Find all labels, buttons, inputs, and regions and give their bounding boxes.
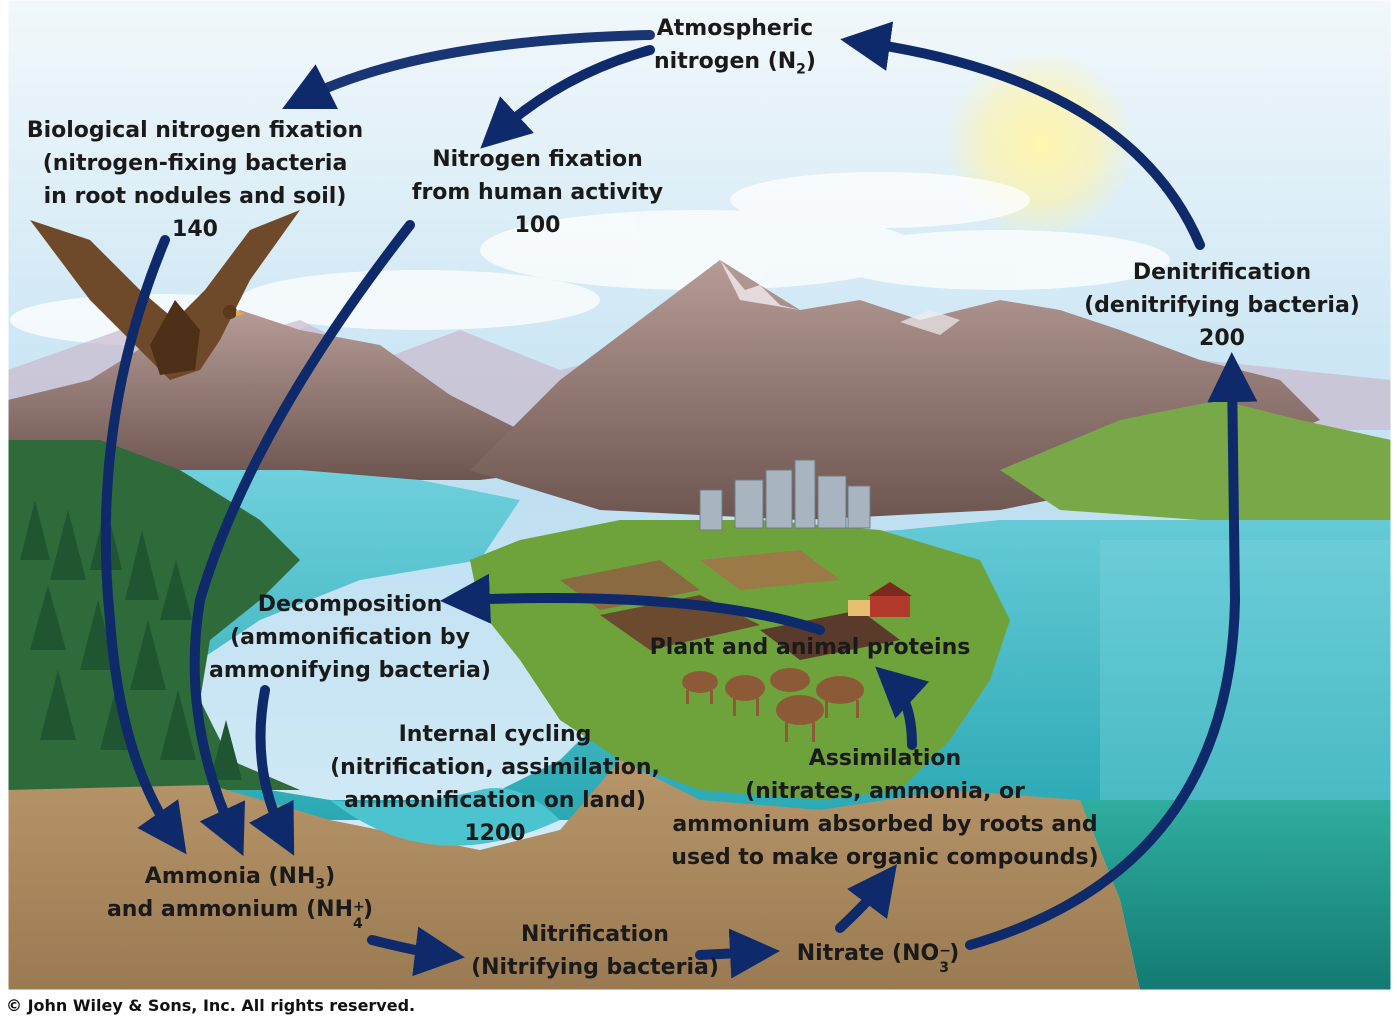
atmospheric-line1: Atmospheric [656,16,814,41]
water-shine [1100,540,1391,820]
arrow-nitrate-to-assimilation [835,864,898,933]
arrow-ammonia-to-nitrification [367,926,465,977]
cows [682,668,864,742]
arrow-nitrate-to-denitrification [965,352,1258,950]
nitrification-line1: Nitrification [521,922,669,947]
snow-cap [720,260,800,310]
biological-value: 140 [172,217,218,242]
arrow-human-to-ammonia [189,220,415,857]
cycle-arrows [100,21,1258,979]
copyright-notice: © John Wiley & Sons, Inc. All rights res… [6,996,416,1015]
assimilation-line2: (nitrates, ammonia, or [745,779,1025,804]
biological-line2: (nitrogen-fixing bacteria [42,151,348,176]
arrow-assimilation-to-proteins [875,666,930,750]
nitrate-line: Nitrate (NO−3) [796,941,960,976]
internal-line1: Internal cycling [398,722,592,747]
assimilation-label: Assimilation (nitrates, ammonia, or ammo… [640,742,1130,874]
decomposition-line3: ammonifying bacteria) [209,658,491,683]
internal-cycling-label: Internal cycling (nitrification, assimil… [300,718,690,850]
denitrification-line1: Denitrification [1132,260,1312,285]
internal-value: 1200 [464,821,526,846]
denitrification-line2: (denitrifying bacteria) [1084,293,1360,318]
ammonia-line2: and ammonium (NH+4) [106,897,374,932]
internal-line2: (nitrification, assimilation, [330,755,660,780]
nitrate-text: Nitrate (NO [796,941,940,966]
internal-line3: ammonification on land) [344,788,646,813]
human-line2: from human activity [411,180,664,205]
human-line1: Nitrogen fixation [432,147,643,172]
arrow-proteins-to-decomposition [440,573,825,635]
arrow-biological-to-ammonia [100,235,187,855]
assimilation-line4: used to make organic compounds) [671,845,1099,870]
nitrate-close-paren: ) [949,941,960,966]
barn [848,582,912,617]
proteins-line1: Plant and animal proteins [649,635,971,660]
atmospheric-nitrogen-label: Atmospheric nitrogen (N2) [610,12,860,78]
ammonium-text: and ammonium (NH [106,897,353,922]
atmospheric-n2-text: nitrogen (N [654,49,797,74]
arrow-atmosphere-to-biological [282,30,655,109]
arrow-atmosphere-to-human [480,45,655,149]
assimilation-line3: ammonium absorbed by roots and [672,812,1098,837]
deep-ocean [1080,800,1391,990]
ammonia-text: Ammonia (NH [144,864,316,889]
biological-line3: in root nodules and soil) [43,184,347,209]
frame [7,0,1392,991]
city [699,459,871,531]
inlet-water [330,788,560,846]
arrow-nitrification-to-nitrate [695,928,780,979]
assimilation-line1: Assimilation [808,746,962,771]
denitrification-value: 200 [1199,326,1245,351]
nitrate-label: Nitrate (NO−3) [778,937,978,976]
ammonia-label: Ammonia (NH3) and ammonium (NH+4) [90,860,390,932]
human-fixation-label: Nitrogen fixation from human activity 10… [395,143,680,242]
arrow-denitrification-to-atmosphere [840,21,1205,250]
nitrification-line2: (Nitrifying bacteria) [471,955,719,980]
atmospheric-close-paren: ) [805,49,816,74]
ammonia-subscript: 3 [315,876,326,893]
human-value: 100 [514,213,561,238]
biological-fixation-label: Biological nitrogen fixation (nitrogen-f… [0,114,390,246]
decomposition-line2: (ammonification by [230,625,470,650]
decomposition-label: Decomposition (ammonification by ammonif… [190,588,510,687]
decomposition-line1: Decomposition [257,592,443,617]
ammonia-line1: Ammonia (NH3) [90,860,390,893]
ammonia-close-paren: ) [325,864,336,889]
right-green-slope [1000,400,1391,520]
atmospheric-n2-subscript: 2 [796,61,806,78]
biological-line1: Biological nitrogen fixation [26,118,364,143]
ammonium-close-paren: ) [363,897,374,922]
atmospheric-line2: nitrogen (N2) [610,45,860,78]
denitrification-label: Denitrification (denitrifying bacteria) … [1068,256,1376,355]
eagle-illustration [30,210,300,380]
plant-animal-proteins-label: Plant and animal proteins [630,631,990,664]
arrow-decomposition-to-ammonia [249,685,295,856]
nitrification-label: Nitrification (Nitrifying bacteria) [455,918,735,984]
snow-cap-2 [900,310,960,335]
